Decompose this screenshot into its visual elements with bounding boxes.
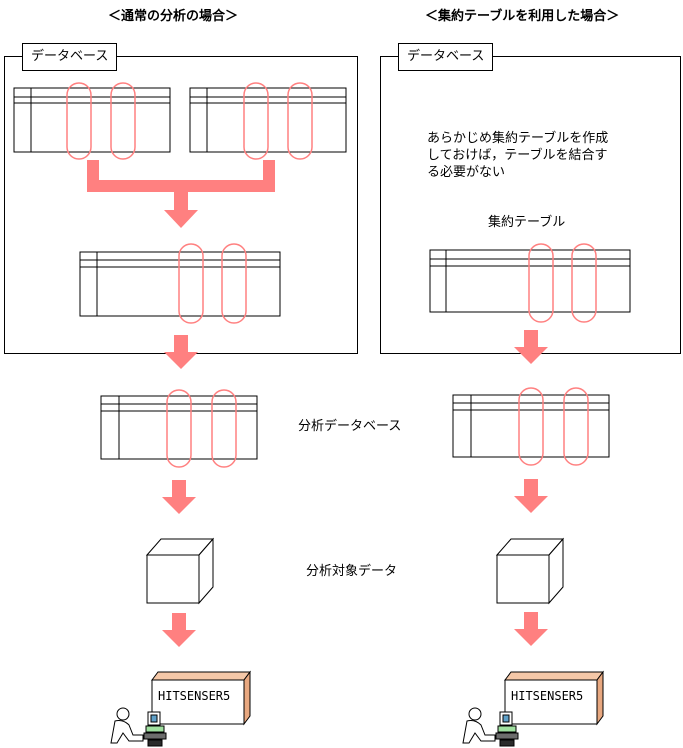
computer-icon [143, 711, 167, 747]
join-arrow-icon [87, 160, 275, 228]
computer-icon [495, 711, 519, 747]
table-icon [79, 243, 281, 324]
cube-icon [495, 537, 565, 605]
right-title: ＜集約テーブルを利用した場合＞ [425, 9, 620, 24]
arrow-down-icon [514, 479, 548, 513]
left-system-label: HITSENSER5 [158, 689, 231, 703]
table-icon [452, 387, 610, 466]
right-system-label: HITSENSER5 [511, 689, 584, 703]
note-line-3: る必要がない [427, 165, 506, 180]
right-database-label: データベース [398, 43, 494, 71]
server-box-icon [504, 670, 604, 726]
analysis-db-label: 分析データベース [298, 419, 402, 434]
table-icon [100, 389, 258, 468]
arrow-down-icon [162, 480, 196, 514]
table-icon [13, 82, 171, 160]
user-icon [462, 707, 496, 744]
arrow-down-icon [164, 335, 198, 369]
cube-icon [145, 537, 215, 605]
arrow-down-icon [162, 613, 196, 647]
left-database-label: データベース [22, 43, 118, 71]
left-title: ＜通常の分析の場合＞ [108, 9, 239, 24]
arrow-down-icon [514, 330, 548, 364]
table-icon [189, 82, 347, 160]
note-line-1: あらかじめ集約テーブルを作成 [427, 131, 609, 146]
aggregate-table-label: 集約テーブル [488, 215, 566, 230]
server-box-icon [151, 670, 251, 726]
analysis-data-label: 分析対象データ [306, 564, 398, 579]
table-icon [429, 243, 631, 323]
arrow-down-icon [514, 612, 548, 646]
user-icon [110, 707, 144, 744]
note-line-2: しておけば，テーブルを結合す [427, 148, 608, 163]
